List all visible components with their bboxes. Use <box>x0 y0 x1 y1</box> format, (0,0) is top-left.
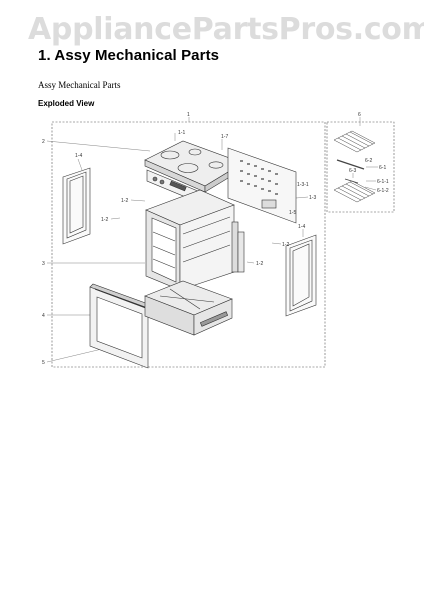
watermark-text: AppliancePartsPros.com <box>28 12 424 47</box>
callout-1-7: 1-7 <box>221 134 228 140</box>
callout-1-2-d: 1-2 <box>256 261 263 267</box>
screw-part <box>344 178 359 184</box>
callout-6-2: 6-2 <box>365 158 372 164</box>
door-glass-panel-right <box>285 234 317 317</box>
callout-1-4-left: 1-4 <box>75 153 82 159</box>
callout-1-3-1: 1-3-1 <box>297 182 309 188</box>
oven-door-assembly <box>89 283 152 369</box>
callout-2: 2 <box>42 139 45 145</box>
page-subtitle: Assy Mechanical Parts <box>38 80 121 90</box>
callout-1-5: 1-5 <box>289 210 296 216</box>
callout-3: 3 <box>42 261 45 267</box>
oven-cavity-body <box>145 189 245 291</box>
callout-1: 1 <box>187 112 190 118</box>
callout-5: 5 <box>42 360 45 366</box>
oven-rack-lower <box>333 180 376 203</box>
callout-4: 4 <box>42 313 45 319</box>
callout-1-2-c: 1-2 <box>282 242 289 248</box>
callout-1-4-right: 1-4 <box>298 224 305 230</box>
cooktop-assembly <box>144 140 244 206</box>
rack-rail-bar <box>336 159 365 170</box>
oven-rack-upper <box>333 130 376 153</box>
callout-6-1: 6-1 <box>379 165 386 171</box>
callout-6-1-2: 6-1-2 <box>377 188 389 194</box>
door-glass-panel-left <box>62 167 91 245</box>
callout-1-3: 1-3 <box>309 195 316 201</box>
callout-6: 6 <box>358 112 361 118</box>
section-heading: Exploded View <box>38 99 95 108</box>
callout-6-1-1: 6-1-1 <box>377 179 389 185</box>
callout-1-1: 1-1 <box>178 130 185 136</box>
rear-back-panel <box>227 147 297 224</box>
callout-1-2-a: 1-2 <box>121 198 128 204</box>
accessory-frame <box>326 121 395 213</box>
page-title: 1. Assy Mechanical Parts <box>38 47 220 64</box>
callout-1-2-b: 1-2 <box>101 217 108 223</box>
callout-6-3: 6-3 <box>349 168 356 174</box>
main-assembly-frame <box>51 121 326 368</box>
storage-drawer-assembly <box>144 280 233 336</box>
